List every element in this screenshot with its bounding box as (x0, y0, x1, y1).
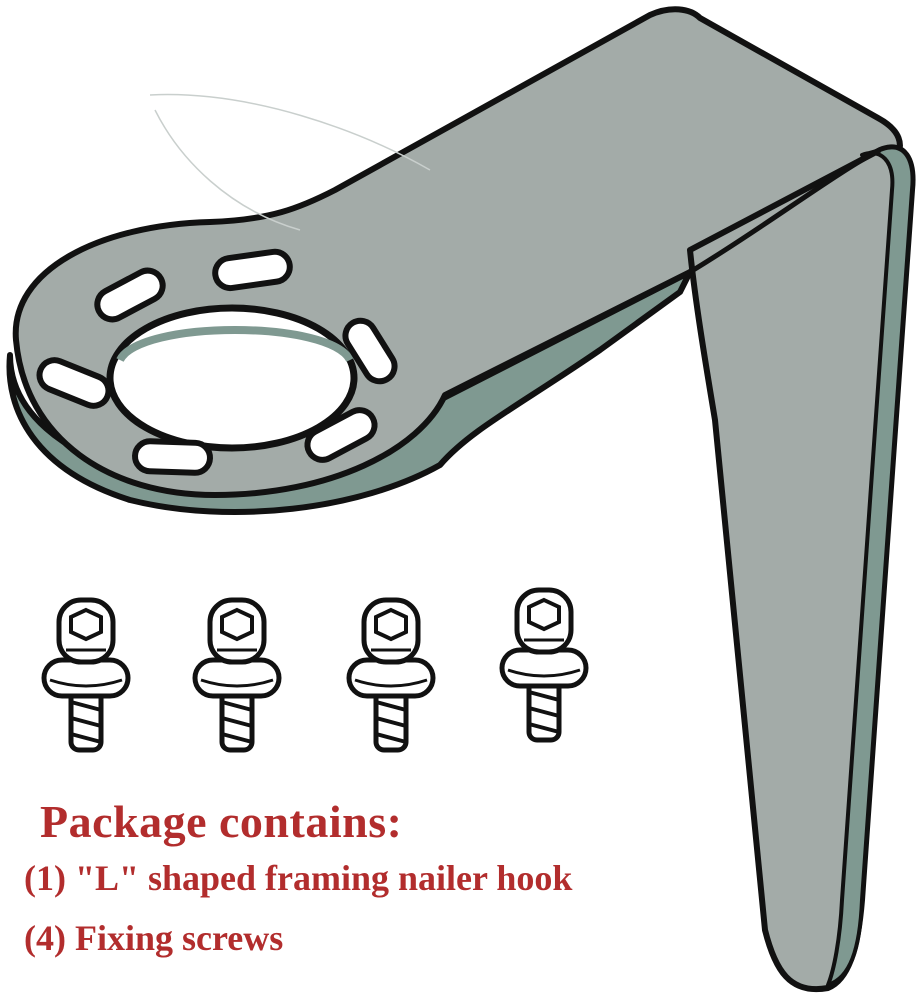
l-shaped-hook-icon (6, 6, 916, 993)
package-contains-title: Package contains: (40, 796, 403, 847)
screw-icon (502, 590, 586, 740)
screw-icon (349, 600, 433, 750)
package-item-hook: (1) "L" shaped framing nailer hook (24, 858, 573, 898)
screw-icon (195, 600, 279, 750)
package-item-screws: (4) Fixing screws (24, 918, 284, 958)
screw-icon (44, 600, 128, 750)
